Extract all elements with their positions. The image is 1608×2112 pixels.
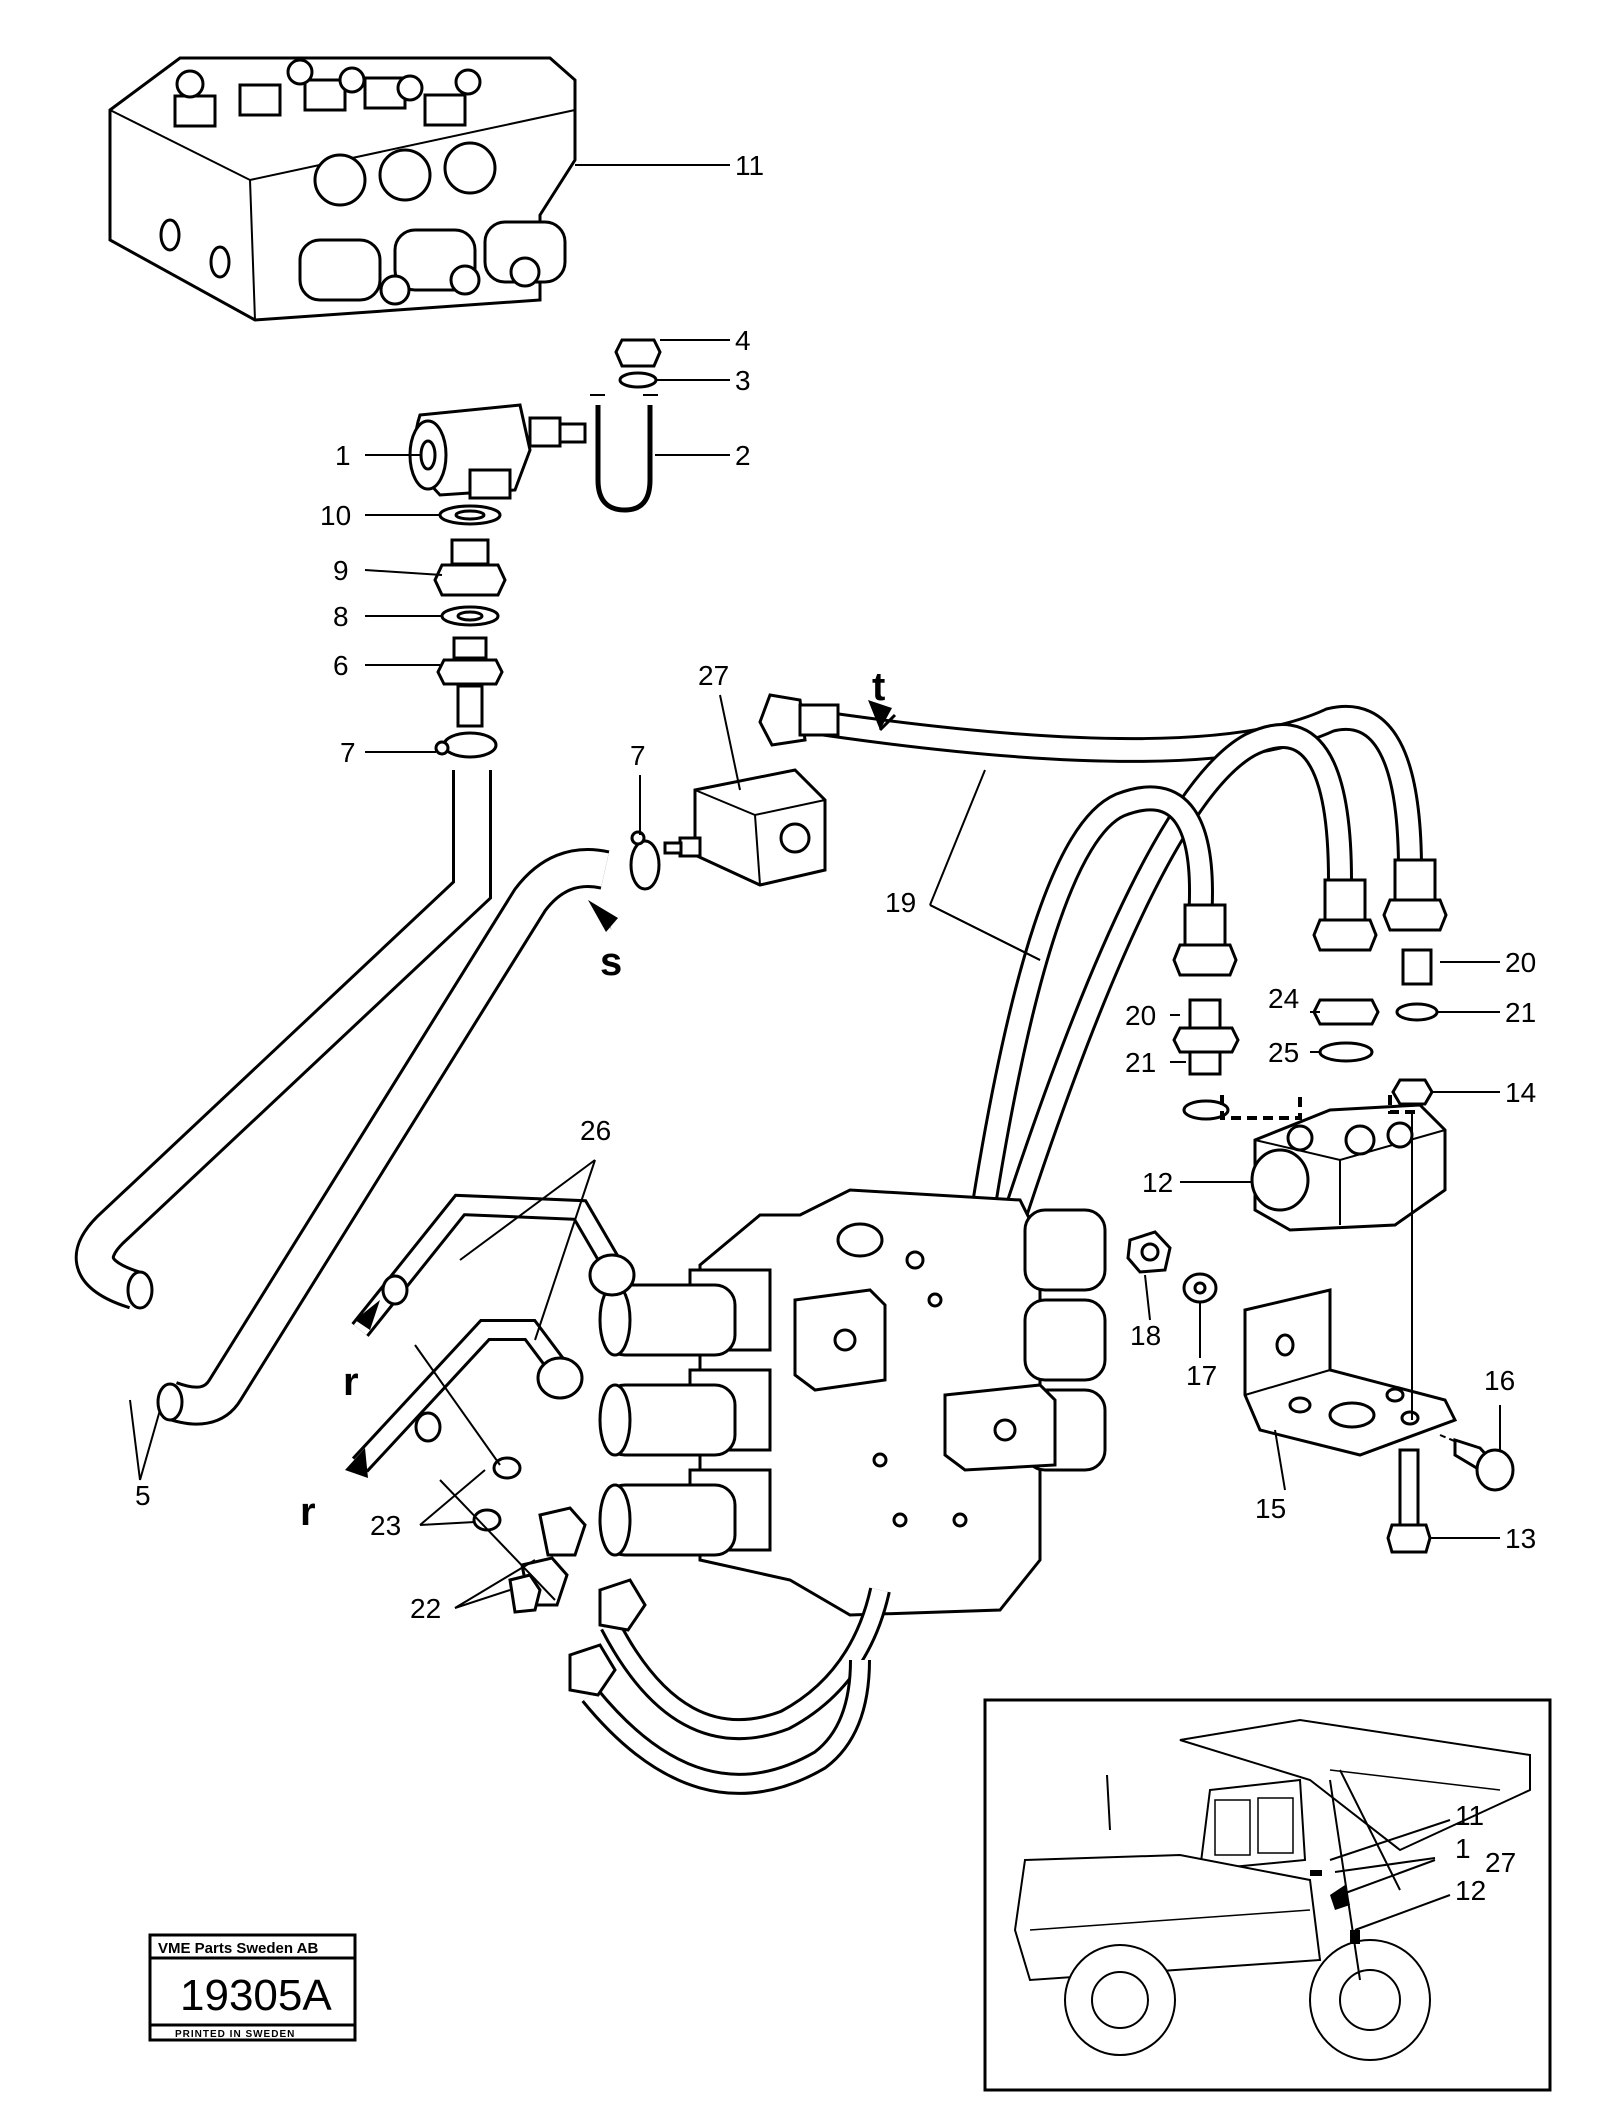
callout-15: 15 (1255, 1493, 1286, 1524)
washer-17 (1182, 1272, 1218, 1304)
valve-12 (1220, 1095, 1447, 1232)
stamp-company: VME Parts Sweden AB (158, 1940, 318, 1957)
stamp-code: 19305A (180, 1971, 332, 2020)
washer-3 (618, 371, 658, 389)
flow-marker-s: s (588, 900, 622, 984)
fittings-right-stack (1172, 858, 1448, 1121)
flow-marker-r2: r (300, 1448, 368, 1534)
hose-19 (758, 693, 1423, 1235)
washers-23 (472, 1456, 522, 1532)
callout-4: 4 (735, 325, 751, 356)
callout-7-right: 7 (630, 740, 646, 771)
callout-3: 3 (735, 365, 751, 396)
callout-14: 14 (1505, 1077, 1536, 1108)
callout-labels: 11 4 3 1 2 10 9 8 6 7 27 7 19 20 24 20 2… (135, 150, 1536, 1624)
hose-5 (74, 770, 610, 1426)
callout-26: 26 (580, 1115, 611, 1146)
callout-10: 10 (320, 500, 351, 531)
u-bolt-2 (590, 394, 658, 513)
inset-label-27: 27 (1485, 1847, 1516, 1878)
inset-label-12: 12 (1455, 1875, 1486, 1906)
hose-clamp-7b (629, 830, 661, 891)
callout-9: 9 (333, 555, 349, 586)
callout-25: 25 (1268, 1037, 1299, 1068)
nut-4 (614, 338, 662, 368)
valve-body-1 (408, 403, 587, 500)
callout-8: 8 (333, 601, 349, 632)
bracket-15 (1243, 1288, 1458, 1457)
flow-marker-s-label: s (600, 940, 622, 984)
flow-marker-r1: r (343, 1300, 380, 1404)
callout-19: 19 (885, 887, 916, 918)
callout-13: 13 (1505, 1523, 1536, 1554)
main-valve-block (598, 1188, 1107, 1617)
block-27 (663, 768, 827, 887)
callout-5: 5 (135, 1480, 151, 1511)
flow-marker-r1-label: r (343, 1360, 359, 1404)
callout-7-left: 7 (340, 737, 356, 768)
flow-marker-t: t (868, 665, 897, 732)
callout-6: 6 (333, 650, 349, 681)
stamp-printed: PRINTED IN SWEDEN (175, 2029, 295, 2040)
callout-24: 24 (1268, 983, 1299, 1014)
callout-23: 23 (370, 1510, 401, 1541)
adapters-22 (508, 1506, 587, 1614)
nut-18 (1126, 1230, 1172, 1274)
callout-22: 22 (410, 1593, 441, 1624)
callout-17: 17 (1186, 1360, 1217, 1391)
hose-clamp-7a (434, 731, 498, 759)
callout-20-right: 20 (1505, 947, 1536, 978)
leader-lines (129, 164, 1501, 1609)
callout-20-left: 20 (1125, 1000, 1156, 1031)
inset-label-11: 11 (1455, 1800, 1484, 1831)
publisher-stamp: VME Parts Sweden AB 19305A PRINTED IN SW… (148, 1933, 357, 2042)
inset-label-1: 1 (1455, 1833, 1471, 1864)
hose-nipple-6 (436, 636, 504, 728)
callout-2: 2 (735, 440, 751, 471)
callout-21-right: 21 (1505, 997, 1536, 1028)
lower-hoses (568, 1578, 891, 1795)
flow-marker-t-label: t (872, 665, 885, 709)
callout-18: 18 (1130, 1320, 1161, 1351)
inset-truck-view: 11 1 27 12 (983, 1698, 1552, 2092)
washer-8 (440, 605, 500, 627)
callout-16: 16 (1484, 1365, 1515, 1396)
bolt-13 (1386, 1110, 1432, 1554)
callout-11: 11 (735, 150, 764, 181)
callout-1: 1 (335, 440, 351, 471)
callout-12: 12 (1142, 1167, 1173, 1198)
flow-marker-r2-label: r (300, 1490, 316, 1534)
washer-10 (438, 504, 502, 526)
callout-27: 27 (698, 660, 729, 691)
callout-21-left: 21 (1125, 1047, 1156, 1078)
tubes-26 (351, 1193, 636, 1473)
nipple-9 (433, 538, 507, 597)
control-valve-block-11 (108, 56, 577, 322)
bolt-16 (1439, 1434, 1515, 1492)
